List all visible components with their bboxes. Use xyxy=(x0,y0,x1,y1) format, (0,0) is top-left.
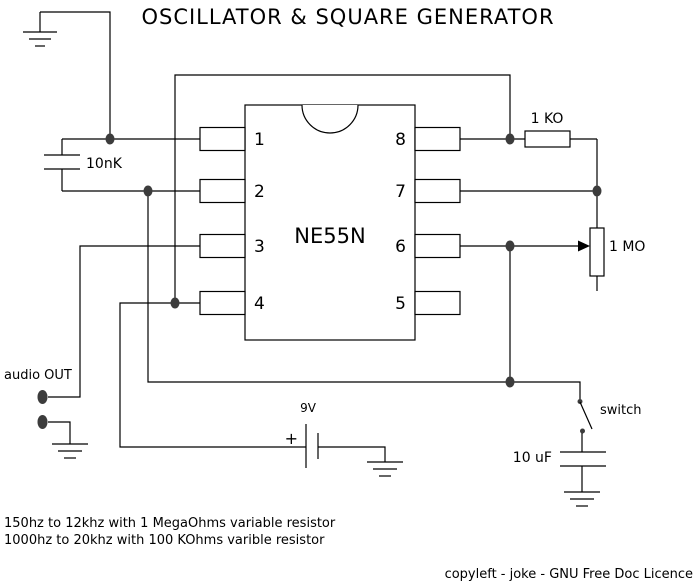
capacitor-icon xyxy=(560,451,606,492)
wire-pin4-to-battery xyxy=(119,302,306,448)
junction-dot xyxy=(505,240,515,252)
wire-supply-loop xyxy=(174,74,511,303)
audio-out-terminal xyxy=(37,390,48,404)
battery-icon xyxy=(305,424,319,468)
pin-number-3: 3 xyxy=(254,237,265,257)
audio-ground-terminal xyxy=(37,415,48,429)
pin-number-8: 8 xyxy=(395,130,406,150)
pin-number-7: 7 xyxy=(395,182,406,202)
pin-box-3 xyxy=(199,233,246,259)
resistor-icon xyxy=(524,130,571,148)
pin-number-1: 1 xyxy=(254,130,265,150)
footer-licence: copyleft - joke - GNU Free Doc Licence xyxy=(445,567,693,582)
timing-capacitor-label: 10nK xyxy=(86,156,123,172)
wiper-arrow-icon xyxy=(578,240,590,252)
wire-audio-ground xyxy=(48,421,71,444)
junction-dot xyxy=(505,376,515,388)
diagram-title: OSCILLATOR & SQUARE GENERATOR xyxy=(141,5,554,29)
ground-icon xyxy=(52,443,88,459)
battery-plus-label: + xyxy=(285,429,298,448)
output-capacitor-label: 10 uF xyxy=(513,450,552,466)
junction-dots xyxy=(105,133,602,388)
junction-dot xyxy=(105,133,115,145)
audio-out-label: audio OUT xyxy=(4,368,72,383)
junction-dot xyxy=(143,185,153,197)
pin-box-5 xyxy=(414,290,461,316)
ground-icon xyxy=(367,461,403,477)
note-line-1: 150hz to 12khz with 1 MegaOhms variable … xyxy=(4,516,336,531)
pin-number-4: 4 xyxy=(254,294,265,314)
switch-label: switch xyxy=(600,403,642,418)
wire-ground-to-pin1 xyxy=(40,11,111,139)
pin-number-2: 2 xyxy=(254,182,265,202)
capacitor-icon xyxy=(44,139,80,191)
pin-box-6 xyxy=(414,233,461,259)
potentiometer-icon xyxy=(589,227,605,277)
battery-voltage-label: 9V xyxy=(300,401,317,415)
potentiometer-label: 1 MO xyxy=(609,239,645,255)
wire-trigger-net xyxy=(147,191,581,399)
switch-icon xyxy=(577,399,593,452)
pin-box-2 xyxy=(199,178,246,204)
pin-box-1 xyxy=(199,126,246,152)
ground-icon xyxy=(564,491,600,507)
ic-notch xyxy=(301,104,359,134)
ic-body xyxy=(244,104,416,341)
junction-dot xyxy=(505,133,515,145)
note-line-2: 1000hz to 20khz with 100 KOhms varible r… xyxy=(4,533,325,548)
junction-dot xyxy=(592,185,602,197)
pin-box-8 xyxy=(414,126,461,152)
ground-icon xyxy=(23,12,57,47)
junction-dot xyxy=(170,297,180,309)
pin-box-4 xyxy=(199,290,246,316)
wire-output xyxy=(48,245,200,398)
pin-box-7 xyxy=(414,178,461,204)
pin-number-6: 6 xyxy=(395,237,406,257)
resistor-label: 1 KO xyxy=(531,111,564,127)
ic-label: NE55N xyxy=(294,224,365,248)
pin-number-5: 5 xyxy=(395,294,406,314)
wire-battery-to-ground xyxy=(318,446,386,462)
